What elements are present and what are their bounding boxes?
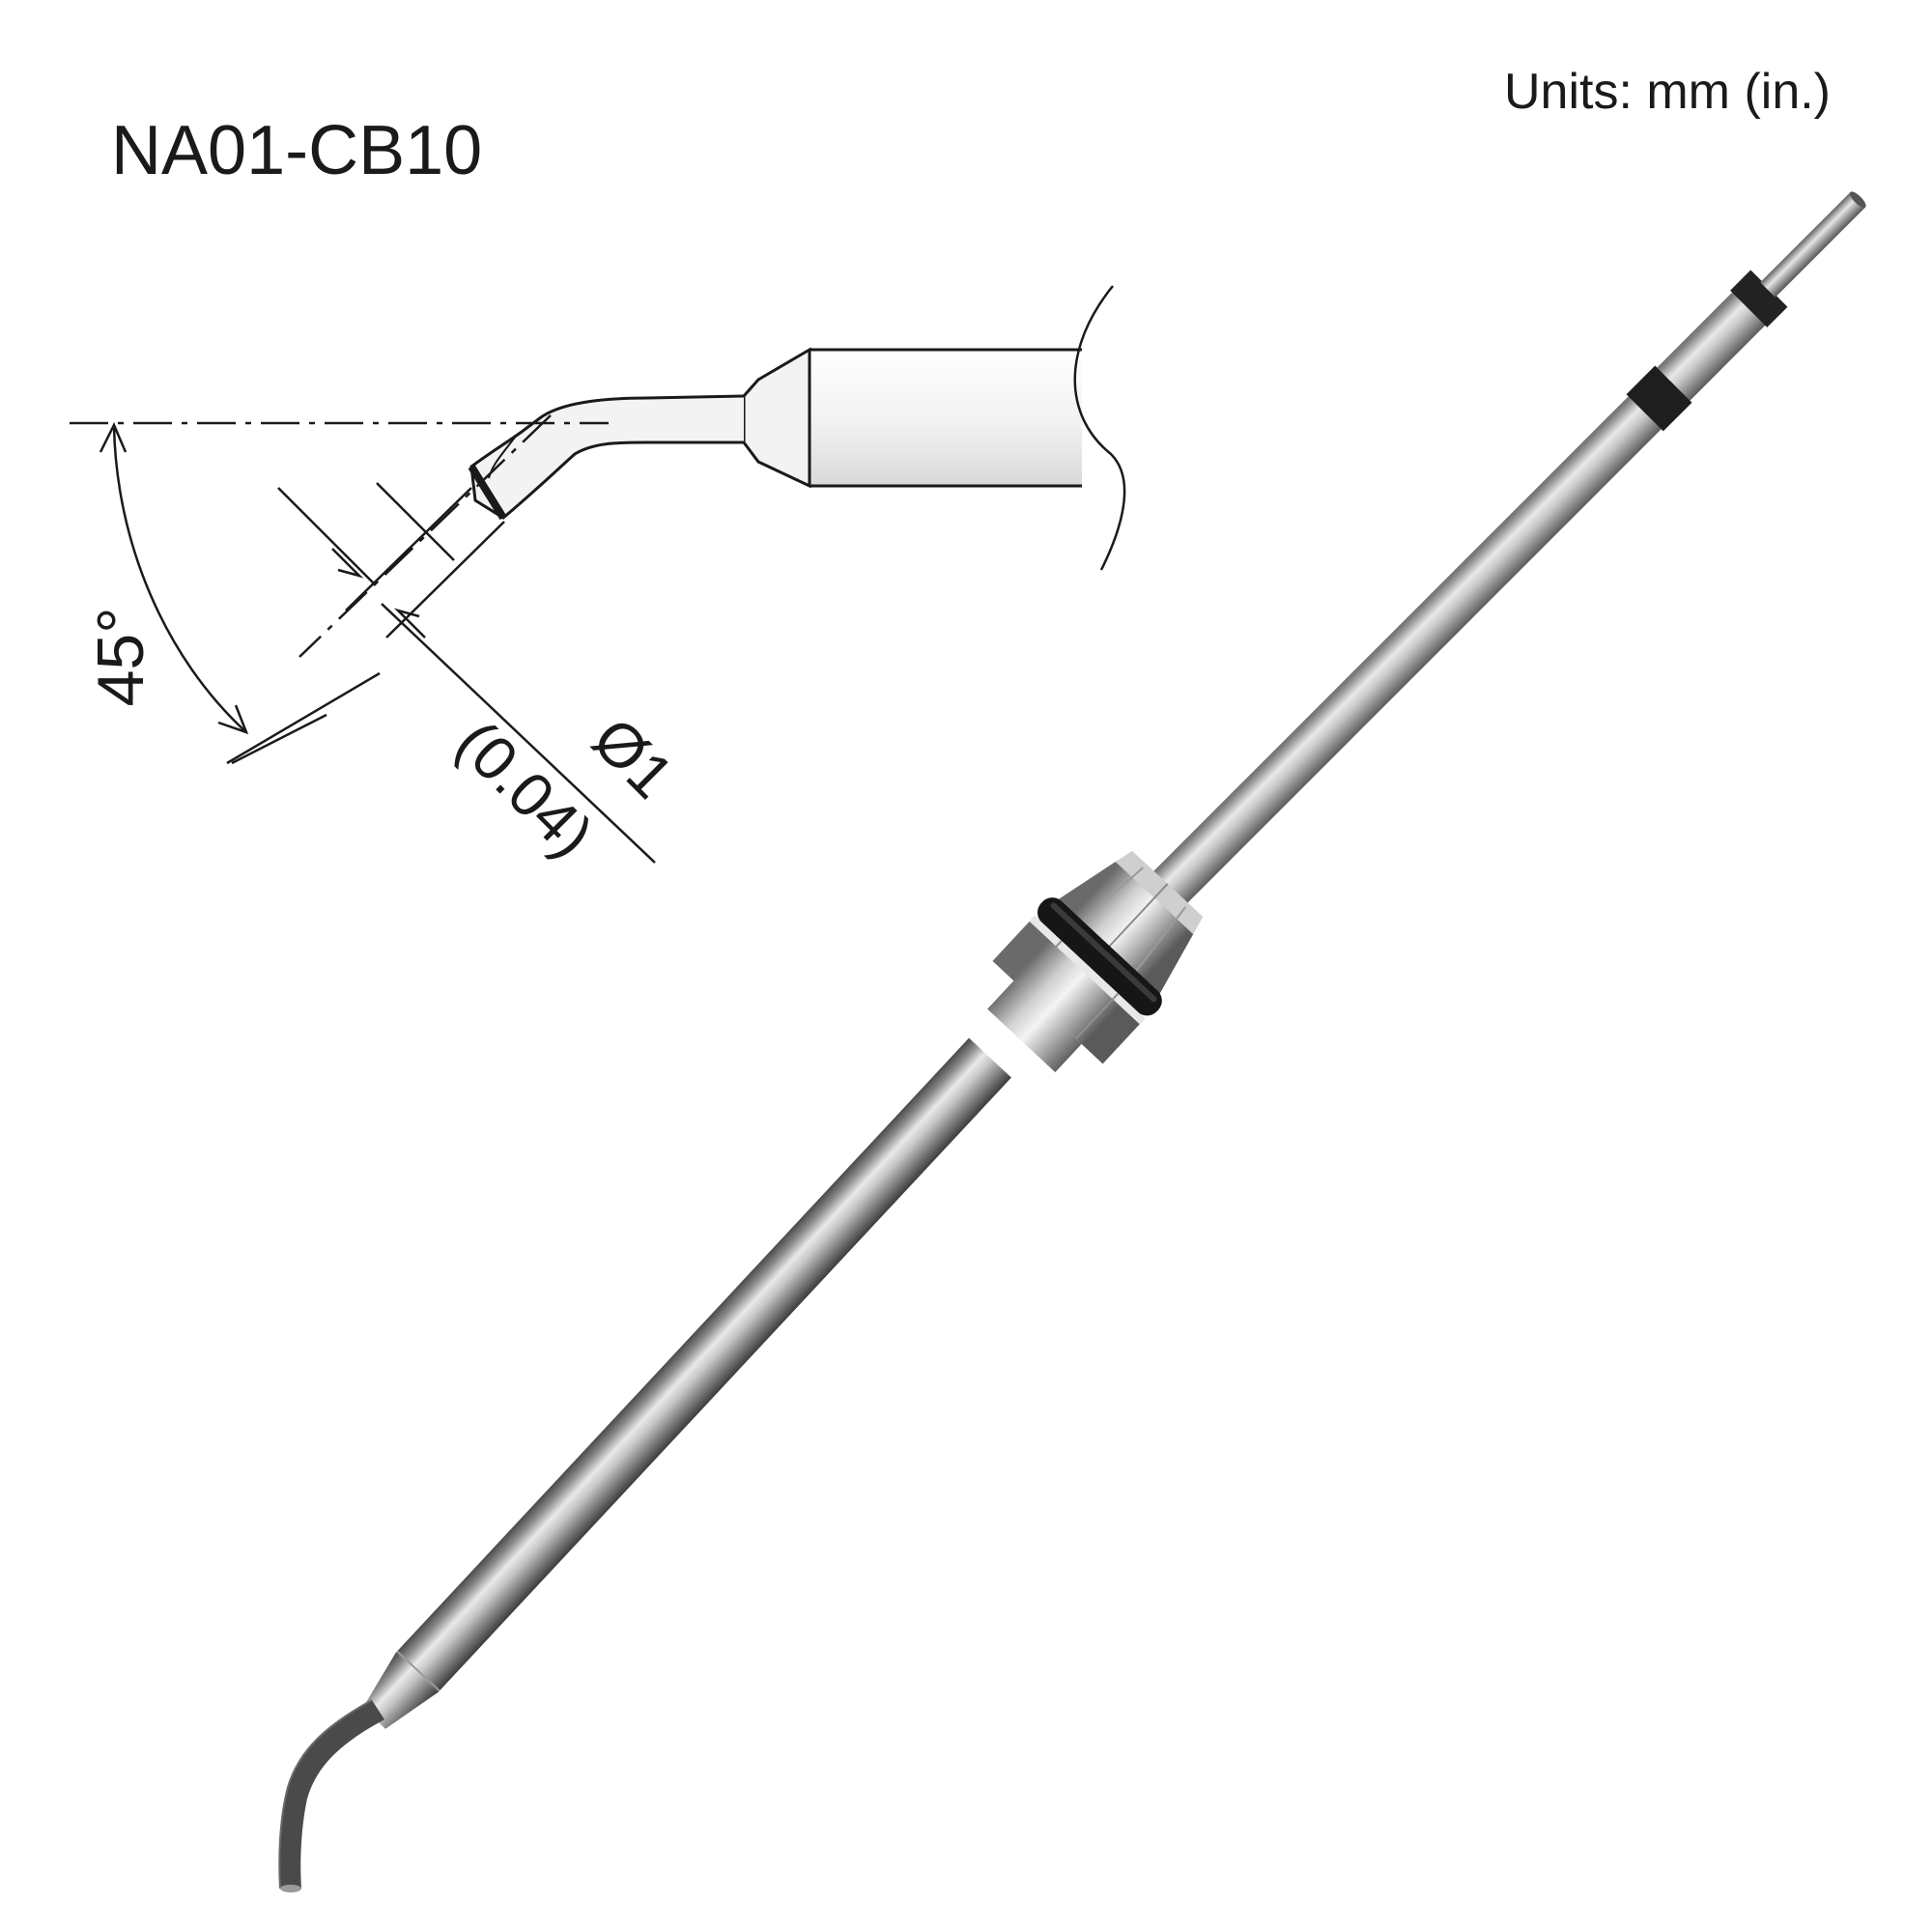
model-title: NA01-CB10	[111, 112, 482, 189]
tip-render	[278, 191, 1866, 1892]
diameter-dimension	[331, 548, 426, 639]
tip-drawing	[468, 285, 1126, 571]
diameter-in-label: (0.04)	[443, 707, 607, 870]
centerlines	[70, 414, 609, 658]
diameter-mm-label: Ø1	[580, 704, 687, 811]
angle-dimension	[99, 422, 249, 735]
units-label: Units: mm (in.)	[1504, 64, 1831, 120]
angle-label: 45°	[84, 608, 157, 707]
